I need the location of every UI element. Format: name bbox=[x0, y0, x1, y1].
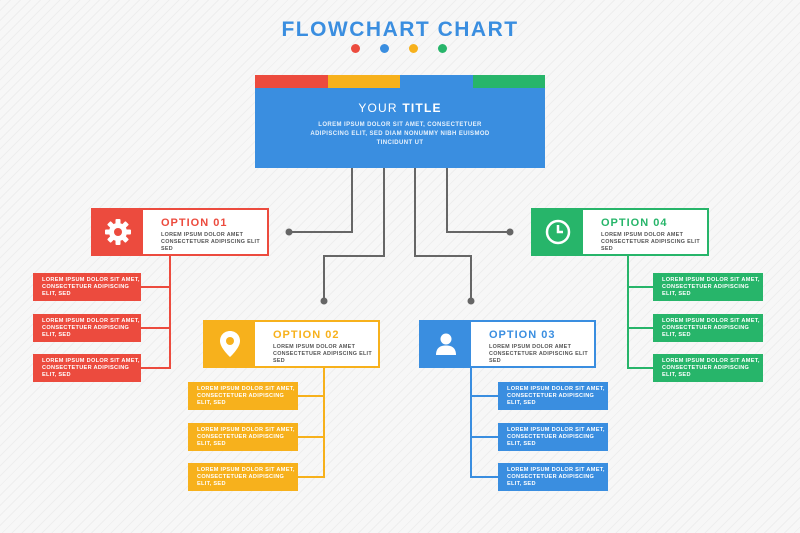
connector-option-03 bbox=[414, 168, 472, 301]
option-03-title: OPTION 03 bbox=[489, 329, 556, 341]
option-01-icon-box bbox=[93, 210, 143, 254]
stripe-green bbox=[472, 75, 545, 88]
option-01-title: OPTION 01 bbox=[161, 217, 228, 229]
option-card-02: OPTION 02 LOREM IPSUM DOLOR AMET CONSECT… bbox=[203, 320, 380, 368]
option-01-item-3: LOREM IPSUM DOLOR SIT AMET, CONSECTETUER… bbox=[33, 354, 141, 382]
option-03-item-3: LOREM IPSUM DOLOR SIT AMET, CONSECTETUER… bbox=[498, 463, 608, 491]
option-card-01: OPTION 01 LOREM IPSUM DOLOR AMET CONSECT… bbox=[91, 208, 269, 256]
option-03-description: LOREM IPSUM DOLOR AMET CONSECTETUER ADIP… bbox=[489, 344, 588, 364]
option-03-item-1: LOREM IPSUM DOLOR SIT AMET, CONSECTETUER… bbox=[498, 382, 608, 410]
title-box-description: LOREM IPSUM DOLOR SIT AMET, CONSECTETUER… bbox=[310, 122, 490, 146]
connector-endpoint bbox=[506, 228, 514, 236]
option-card-03: OPTION 03 LOREM IPSUM DOLOR AMET CONSECT… bbox=[419, 320, 596, 368]
title-box: YOUR TITLE LOREM IPSUM DOLOR SIT AMET, C… bbox=[255, 75, 545, 168]
clock-icon bbox=[545, 219, 571, 245]
stripe-yellow bbox=[327, 75, 400, 88]
connector-endpoint bbox=[467, 297, 475, 305]
branch-option-01 bbox=[141, 256, 171, 369]
option-04-item-3: LOREM IPSUM DOLOR SIT AMET, CONSECTETUER… bbox=[653, 354, 763, 382]
yellow-dot bbox=[409, 44, 418, 53]
page-title: FLOWCHART CHART bbox=[281, 18, 519, 41]
branch-option-02 bbox=[298, 368, 325, 478]
color-dots bbox=[351, 44, 451, 56]
option-04-item-2: LOREM IPSUM DOLOR SIT AMET, CONSECTETUER… bbox=[653, 314, 763, 342]
connector-endpoint bbox=[320, 297, 328, 305]
option-04-title: OPTION 04 bbox=[601, 217, 668, 229]
option-02-item-2: LOREM IPSUM DOLOR SIT AMET, CONSECTETUER… bbox=[188, 423, 298, 451]
title-box-heading: YOUR TITLE bbox=[255, 101, 545, 115]
gear-icon bbox=[105, 219, 131, 245]
option-04-description: LOREM IPSUM DOLOR AMET CONSECTETUER ADIP… bbox=[601, 232, 700, 252]
stripe-red bbox=[255, 75, 328, 88]
stripe-blue bbox=[400, 75, 473, 88]
branch-option-04 bbox=[627, 256, 653, 369]
option-03-item-2: LOREM IPSUM DOLOR SIT AMET, CONSECTETUER… bbox=[498, 423, 608, 451]
option-03-icon-box bbox=[421, 322, 471, 366]
option-01-description: LOREM IPSUM DOLOR AMET CONSECTETUER ADIP… bbox=[161, 232, 260, 252]
title-light-text: YOUR bbox=[358, 101, 398, 115]
branch-option-03 bbox=[470, 368, 498, 478]
option-01-item-1: LOREM IPSUM DOLOR SIT AMET, CONSECTETUER… bbox=[33, 273, 141, 301]
option-04-item-1: LOREM IPSUM DOLOR SIT AMET, CONSECTETUER… bbox=[653, 273, 763, 301]
connector-option-04 bbox=[446, 168, 510, 233]
option-01-item-2: LOREM IPSUM DOLOR SIT AMET, CONSECTETUER… bbox=[33, 314, 141, 342]
option-04-icon-box bbox=[533, 210, 583, 254]
red-dot bbox=[351, 44, 360, 53]
connector-endpoint bbox=[285, 228, 293, 236]
option-02-item-3: LOREM IPSUM DOLOR SIT AMET, CONSECTETUER… bbox=[188, 463, 298, 491]
option-02-description: LOREM IPSUM DOLOR AMET CONSECTETUER ADIP… bbox=[273, 344, 372, 364]
title-bold-text: TITLE bbox=[402, 101, 442, 115]
green-dot bbox=[438, 44, 447, 53]
connector-option-01 bbox=[289, 168, 353, 233]
location-pin-icon bbox=[220, 331, 240, 357]
option-02-icon-box bbox=[205, 322, 255, 366]
option-02-item-1: LOREM IPSUM DOLOR SIT AMET, CONSECTETUER… bbox=[188, 382, 298, 410]
option-02-title: OPTION 02 bbox=[273, 329, 340, 341]
connector-option-02 bbox=[323, 168, 385, 301]
blue-dot bbox=[380, 44, 389, 53]
user-icon bbox=[436, 333, 456, 355]
option-card-04: OPTION 04 LOREM IPSUM DOLOR AMET CONSECT… bbox=[531, 208, 709, 256]
